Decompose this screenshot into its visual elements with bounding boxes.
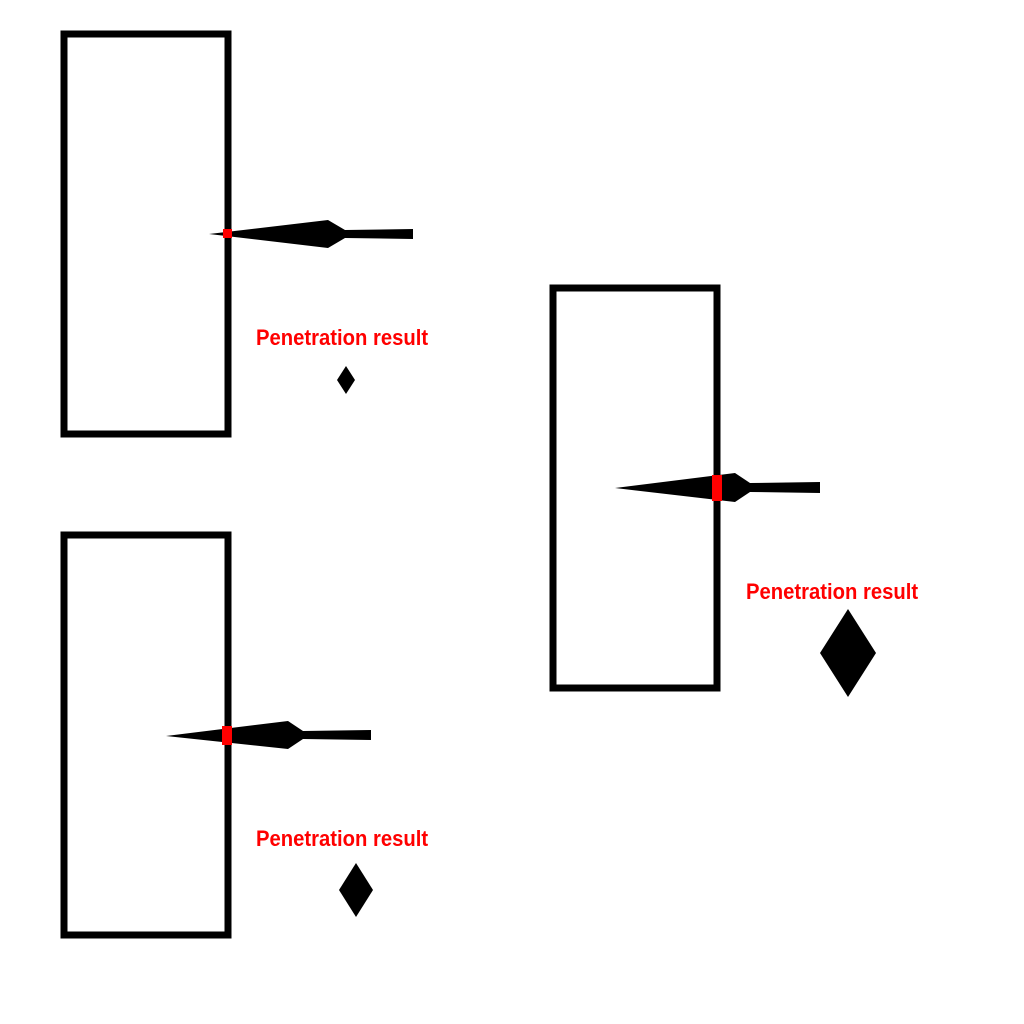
panel-1: [60, 30, 413, 438]
panel-3-label: Penetration result: [746, 579, 919, 604]
spear: [166, 721, 371, 749]
target-block: [60, 30, 232, 438]
panel-2-label: Penetration result: [256, 826, 429, 851]
panel-3: [549, 284, 876, 697]
result-diamond: [820, 609, 876, 697]
result-diamond: [337, 366, 355, 394]
result-diamond: [339, 863, 373, 917]
contact-highlight: [222, 726, 232, 745]
contact-highlight: [712, 475, 722, 501]
panel-2: [60, 531, 373, 939]
panel-1-label: Penetration result: [256, 325, 429, 350]
spear: [209, 220, 413, 248]
contact-highlight: [223, 229, 232, 238]
